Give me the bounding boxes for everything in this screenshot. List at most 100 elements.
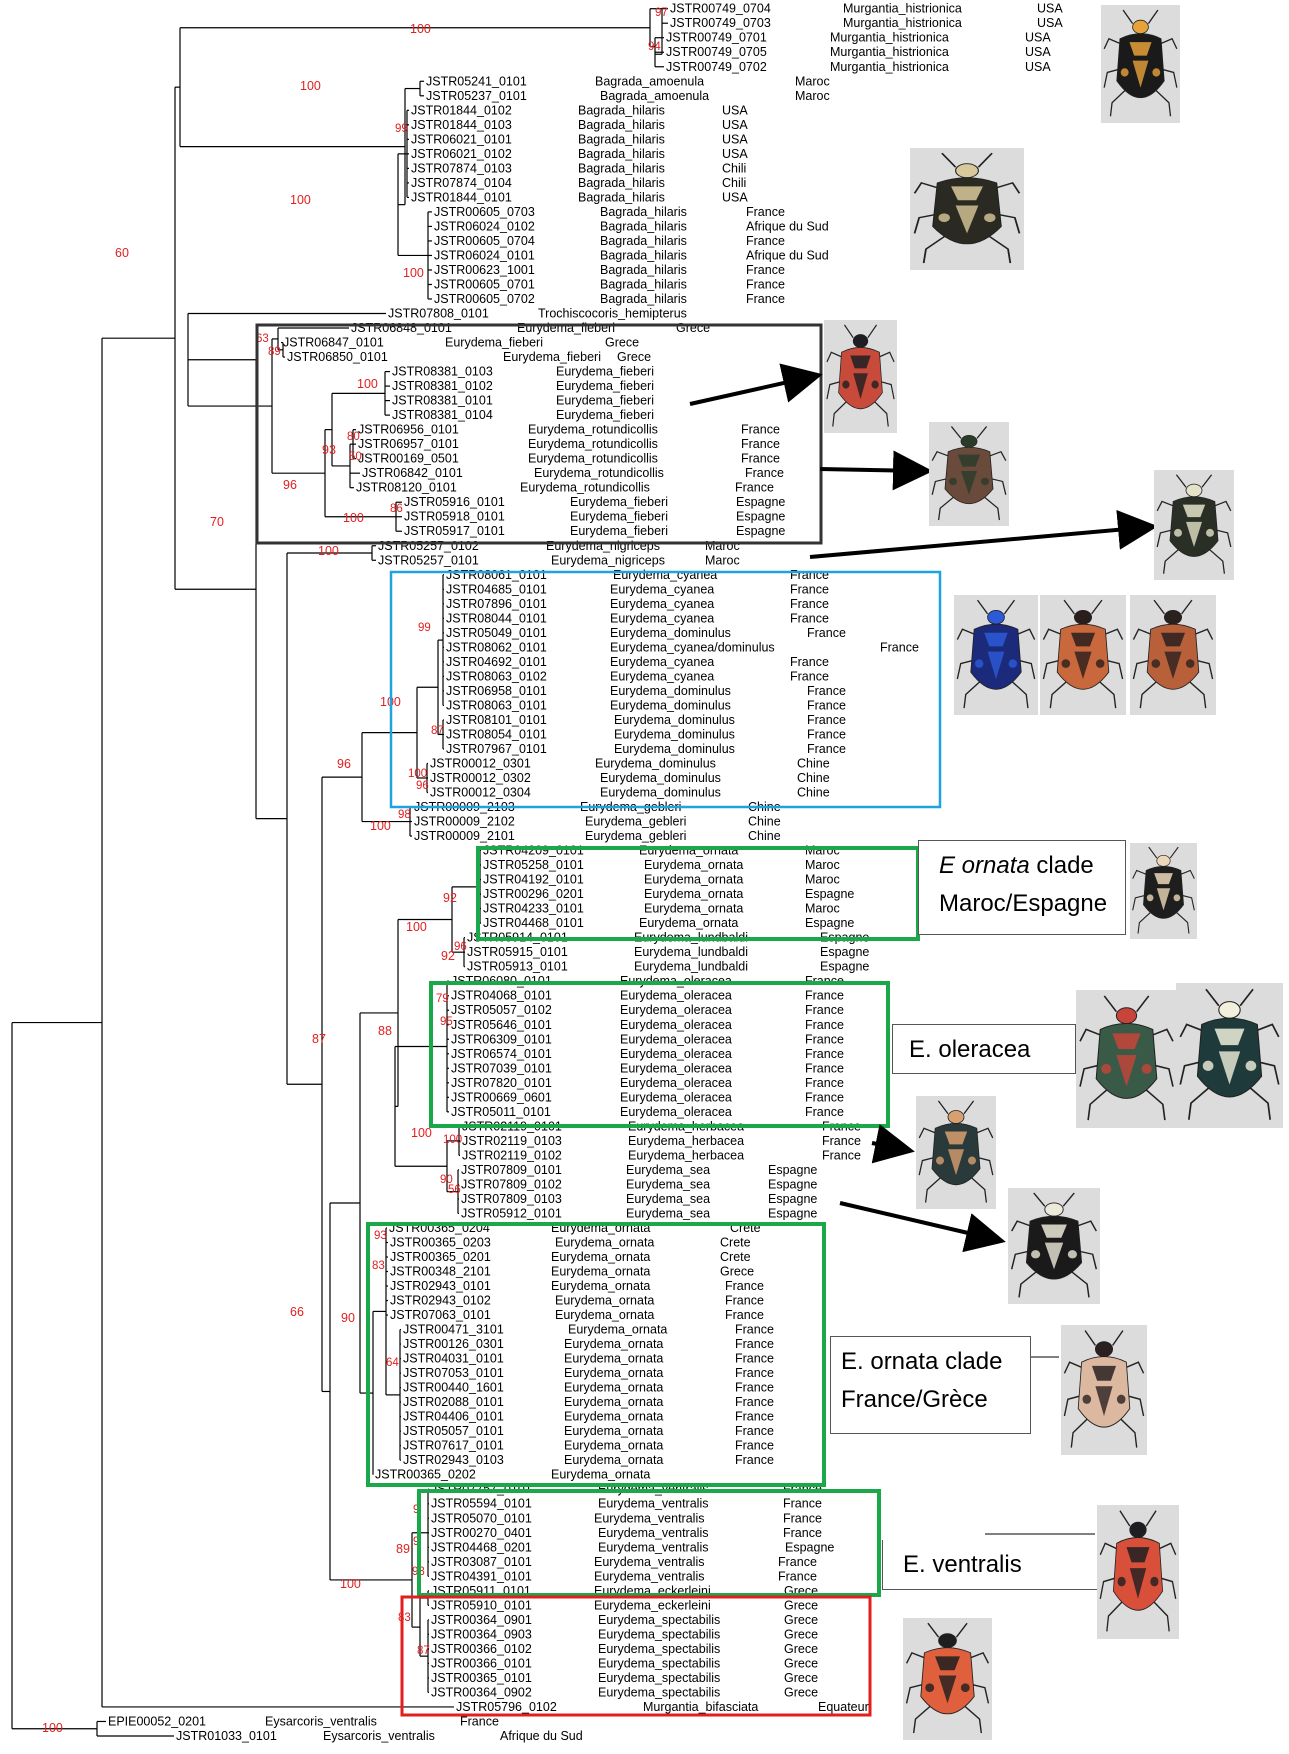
- tip-id: JSTR06848_0101: [351, 321, 452, 335]
- tip-location: France: [735, 1366, 774, 1380]
- tip-location: France: [807, 626, 846, 640]
- tip-id: JSTR00365_0202: [375, 1468, 476, 1482]
- tip-location: USA: [722, 103, 748, 117]
- tip-id: JSTR00012_0301: [430, 756, 531, 770]
- tip-species: Eurydema_fieberi: [556, 394, 654, 408]
- tip-id: JSTR00364_0901: [431, 1613, 532, 1627]
- tip-location: Maroc: [705, 539, 740, 553]
- tip-species: Eurydema_dominulus: [600, 786, 721, 800]
- tip-id: JSTR01844_0102: [411, 103, 512, 117]
- tip-species: Bagrada_hilaris: [578, 161, 665, 175]
- bootstrap-value: 92: [443, 891, 457, 905]
- tip-id: JSTR08381_0103: [392, 365, 493, 379]
- tip-id: JSTR08044_0101: [446, 611, 547, 625]
- tip-id: JSTR00296_0201: [483, 887, 584, 901]
- tip-id: JSTR05594_0101: [431, 1497, 532, 1511]
- bootstrap-value: 87: [417, 1645, 430, 1657]
- tip-id: JSTR08381_0104: [392, 408, 493, 422]
- tip-id: JSTR04233_0101: [483, 902, 584, 916]
- tip-species: Eurydema_ventralis: [594, 1555, 704, 1569]
- tip-location: Espagne: [785, 1540, 834, 1554]
- tip-location: Chine: [797, 771, 830, 785]
- tip-id: JSTR06024_0101: [434, 248, 535, 262]
- tip-species: Murgantia_histrionica: [843, 16, 962, 30]
- bootstrap-value: 100: [408, 768, 427, 780]
- tip-location: France: [790, 655, 829, 669]
- bootstrap-value: 92: [441, 949, 455, 963]
- shield-bug-icon: [1099, 1510, 1177, 1632]
- tip-species: Eurydema_dominulus: [610, 626, 731, 640]
- bootstrap-value: 90: [440, 1174, 453, 1186]
- bootstrap-value: 60: [115, 246, 129, 260]
- tip-id: JSTR00012_0304: [430, 786, 531, 800]
- tip-id: JSTR04209_0101: [483, 844, 584, 858]
- tip-id: JSTR00471_3101: [403, 1323, 504, 1337]
- tip-id: JSTR00605_0704: [434, 234, 535, 248]
- tip-location: USA: [722, 147, 748, 161]
- arrow-nigriceps: [809, 509, 1158, 559]
- bootstrap-value: 79: [436, 993, 449, 1005]
- tip-id: JSTR00348_2101: [390, 1265, 491, 1279]
- arrow-fieberi: [689, 363, 823, 406]
- tip-id: JSTR04192_0101: [483, 873, 584, 887]
- tip-location: Espagne: [768, 1192, 817, 1206]
- tip-location: Crete: [720, 1250, 751, 1264]
- tip-species: Eurydema_fieberi: [556, 408, 654, 422]
- tip-species: Eurydema_ornata: [555, 1294, 654, 1308]
- tip-species: Eurydema_sea: [626, 1206, 710, 1220]
- bootstrap-value: 100: [343, 511, 364, 525]
- tip-location: France: [725, 1279, 764, 1293]
- tip-location: France: [735, 1381, 774, 1395]
- tip-species: Eurydema_cyanea: [610, 669, 714, 683]
- shield-bug-icon: [1179, 988, 1280, 1120]
- tip-id: JSTR03087_0101: [431, 1555, 532, 1569]
- bootstrap-value: 50: [349, 451, 362, 463]
- bootstrap-value: 89: [396, 1542, 410, 1556]
- tip-id: JSTR06574_0101: [451, 1047, 552, 1061]
- tip-species: Eurydema_oleracea: [620, 1105, 732, 1119]
- tip-location: France: [805, 1061, 844, 1075]
- tip-id: JSTR07039_0101: [451, 1061, 552, 1075]
- shield-bug-icon: [1010, 1192, 1098, 1298]
- tip-id: JSTR00012_0302: [430, 771, 531, 785]
- tip-id: JSTR00440_1601: [403, 1381, 504, 1395]
- callout-ornata-maroc-region: Maroc/Espagne: [939, 890, 1108, 917]
- tip-location: Grece: [720, 1265, 754, 1279]
- tip-species: Murgantia_histrionica: [830, 31, 949, 45]
- tip-location: Grece: [784, 1598, 818, 1612]
- tip-species: Eurydema_ornata: [639, 916, 738, 930]
- tip-species: Eurydema_oleracea: [620, 1061, 732, 1075]
- shield-bug-icon: [1079, 995, 1174, 1121]
- tip-location: Chine: [797, 756, 830, 770]
- tip-species: Eurydema_ornata: [564, 1366, 663, 1380]
- tip-id: JSTR06956_0101: [358, 423, 459, 437]
- tip-species: Eurydema_fieberi: [503, 350, 601, 364]
- tip-location: Espagne: [820, 945, 869, 959]
- shield-bug-icon: [1156, 474, 1232, 574]
- tip-species: Bagrada_hilaris: [578, 147, 665, 161]
- tip-species: Murgantia_histrionica: [843, 2, 962, 16]
- tip-id: JSTR04685_0101: [446, 582, 547, 596]
- tip-id: JSTR07063_0101: [390, 1308, 491, 1322]
- bootstrap-value: 97: [655, 7, 668, 19]
- tip-location: France: [735, 1323, 774, 1337]
- bootstrap-value: 96: [454, 941, 467, 953]
- bug-photo-ornata-france: [1061, 1325, 1147, 1455]
- callout-ventralis-label: E. ventralis: [903, 1551, 1022, 1578]
- tip-species: Eurydema_eckerleini: [594, 1598, 711, 1612]
- tip-species: Murgantia_histrionica: [830, 45, 949, 59]
- shield-bug-icon: [1132, 599, 1214, 709]
- tip-location: Maroc: [805, 858, 840, 872]
- tip-location: France: [741, 452, 780, 466]
- tip-id: JSTR05910_0101: [431, 1598, 532, 1612]
- shield-bug-icon: [1063, 1330, 1145, 1448]
- tip-id: JSTR05049_0101: [446, 626, 547, 640]
- bootstrap-value: 95: [440, 1016, 453, 1028]
- tip-species: Eurydema_ventralis: [594, 1511, 704, 1525]
- bootstrap-value: 70: [210, 515, 224, 529]
- tip-id: JSTR02119_0103: [462, 1134, 562, 1148]
- tip-species: Eurydema_ventralis: [598, 1526, 708, 1540]
- tip-location: France: [805, 1003, 844, 1017]
